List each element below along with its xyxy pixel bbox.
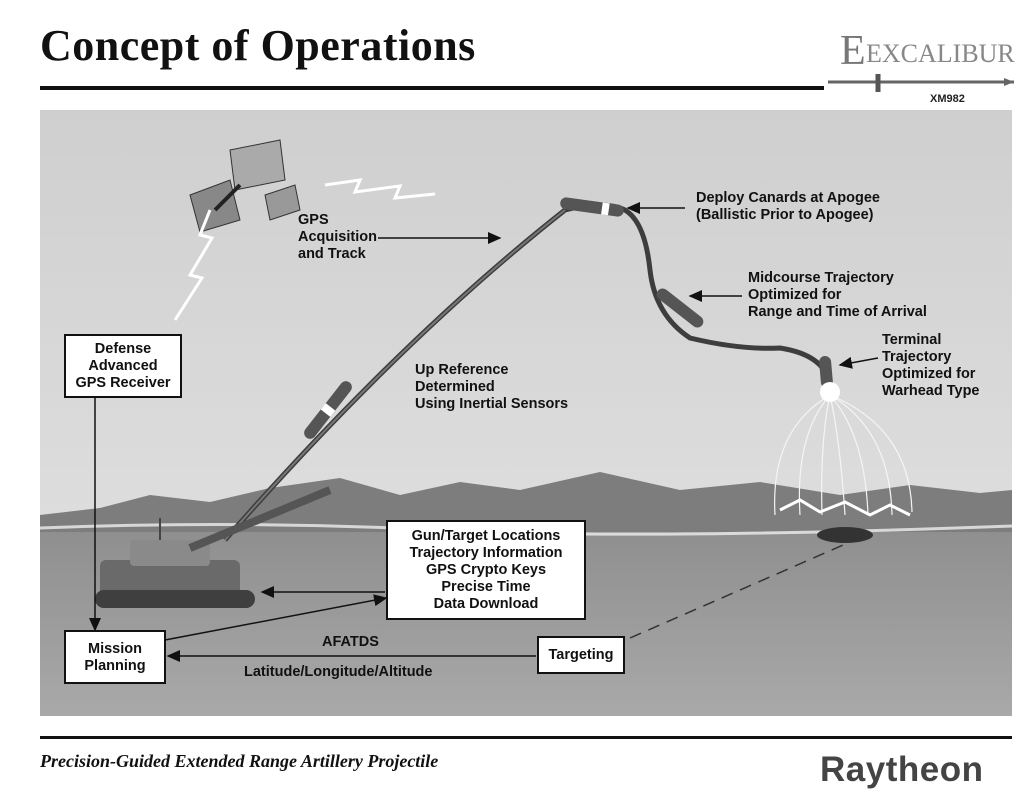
afatds-label: AFATDS [322,634,379,650]
page-title: Concept of Operations [40,21,476,70]
warhead-burst [774,394,913,516]
projectile-apogee [560,197,624,217]
tank-icon [95,486,332,608]
raytheon-logo: Raytheon [820,750,984,789]
mountain-range [40,472,1012,540]
projectile-ascent [304,381,352,439]
impact-debris [779,498,911,517]
footer-rule [40,736,1012,739]
gps-signal-down [173,209,215,321]
target-vehicle [817,527,873,543]
satellite-icon [189,139,301,233]
gps-signal-right [324,178,436,200]
burst-flash [820,382,840,402]
logo-text: EXCALIBUR [866,39,1015,68]
terminal-label-arrow [838,356,879,369]
planning-to-data-arrow [164,594,388,641]
projectile-terminal [819,356,833,388]
logo-e-glyph: E [840,28,866,74]
title-rule [40,86,824,90]
lat-long-alt-label: Latitude/Longitude/Altitude [244,664,433,680]
trajectory-highlight [224,209,566,541]
excalibur-logo: E EXCALIBUR XM982 [828,28,1015,105]
targeting-box: Targeting [537,636,625,674]
projectile-midcourse [656,288,704,328]
footer-subtitle: Precision-Guided Extended Range Artiller… [40,751,439,771]
targeting-dashed-link [629,541,851,639]
logo-subtext: XM982 [930,93,965,105]
deploy-canards-label: Deploy Canards at Apogee(Ballistic Prior… [696,190,880,223]
sword-tip [1004,78,1014,86]
